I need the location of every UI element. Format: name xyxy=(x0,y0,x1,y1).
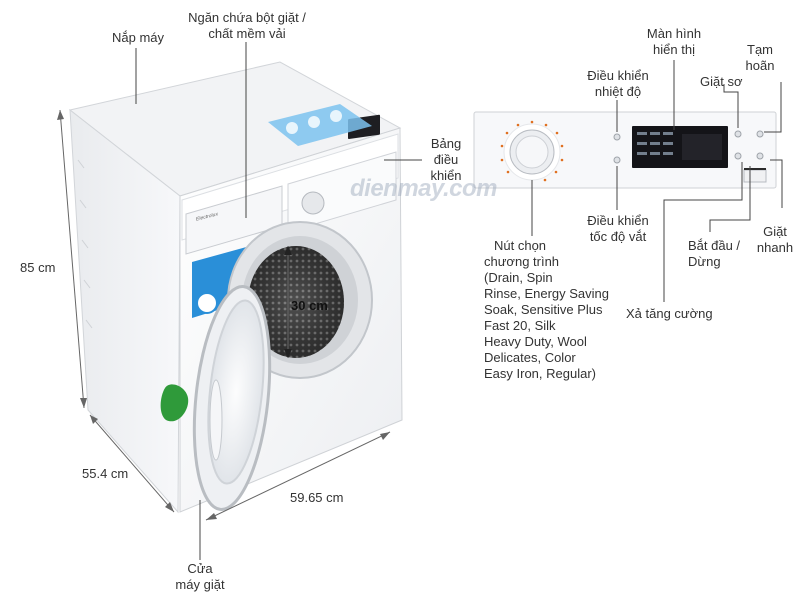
dim-width: 59.65 cm xyxy=(290,490,344,505)
temperature-button xyxy=(613,133,621,141)
door-ring xyxy=(227,221,373,379)
watermark: dienmay.com xyxy=(350,175,498,202)
label-pause: Tạm hoãn xyxy=(745,42,775,73)
control-panel-closeup xyxy=(473,111,777,189)
label-control-panel: Bảng điều khiển xyxy=(430,136,462,183)
program-knob-line: Easy Iron, Regular) xyxy=(484,366,596,381)
label-display: Màn hình hiển thị xyxy=(646,26,702,57)
label-temperature: Điều khiển nhiệt độ xyxy=(587,68,649,99)
label-lid: Nắp máy xyxy=(112,30,165,45)
extra-rinse-button xyxy=(734,152,742,160)
label-quick-wash: Giặt nhanh xyxy=(756,224,794,255)
program-knob-line: Heavy Duty, Wool xyxy=(484,334,587,349)
label-spin-speed: Điều khiển tốc độ vắt xyxy=(587,213,649,244)
label-program-knob: Nút chọn chương trình (Drain, Spin Rinse… xyxy=(484,238,609,382)
program-knob-line: Fast 20, Silk xyxy=(484,318,556,333)
label-detergent-drawer: Ngăn chứa bột giặt / chất mềm vải xyxy=(188,10,306,41)
program-knob-line: (Drain, Spin xyxy=(484,270,553,285)
label-start-stop: Bắt đầu / Dừng xyxy=(688,238,741,269)
quick-wash-button xyxy=(756,152,764,160)
program-knob-line: Delicates, Color xyxy=(484,350,576,365)
pause-button xyxy=(756,130,764,138)
program-knob-line: Rinse, Energy Saving xyxy=(484,286,610,301)
leader-lines-panel xyxy=(531,60,783,302)
program-knob-line: Nút chọn xyxy=(494,238,547,253)
spin-speed-button xyxy=(613,156,621,164)
label-prewash: Giặt sơ xyxy=(700,74,743,89)
start-stop-button xyxy=(743,169,767,183)
label-door: Cửa máy giặt xyxy=(175,561,225,592)
dim-depth: 55.4 cm xyxy=(82,466,129,481)
label-extra-rinse: Xả tăng cường xyxy=(626,306,713,321)
dimension-lines xyxy=(57,109,391,521)
open-door xyxy=(192,285,272,511)
dim-height: 85 cm xyxy=(20,260,56,275)
dim-drum: 30 cm xyxy=(291,298,328,313)
program-knob-line: chương trình xyxy=(484,254,560,269)
program-knob-line: Soak, Sensitive Plus xyxy=(484,302,603,317)
green-tag xyxy=(160,384,189,422)
leader-lines-machine xyxy=(135,42,422,560)
prewash-button xyxy=(734,130,742,138)
